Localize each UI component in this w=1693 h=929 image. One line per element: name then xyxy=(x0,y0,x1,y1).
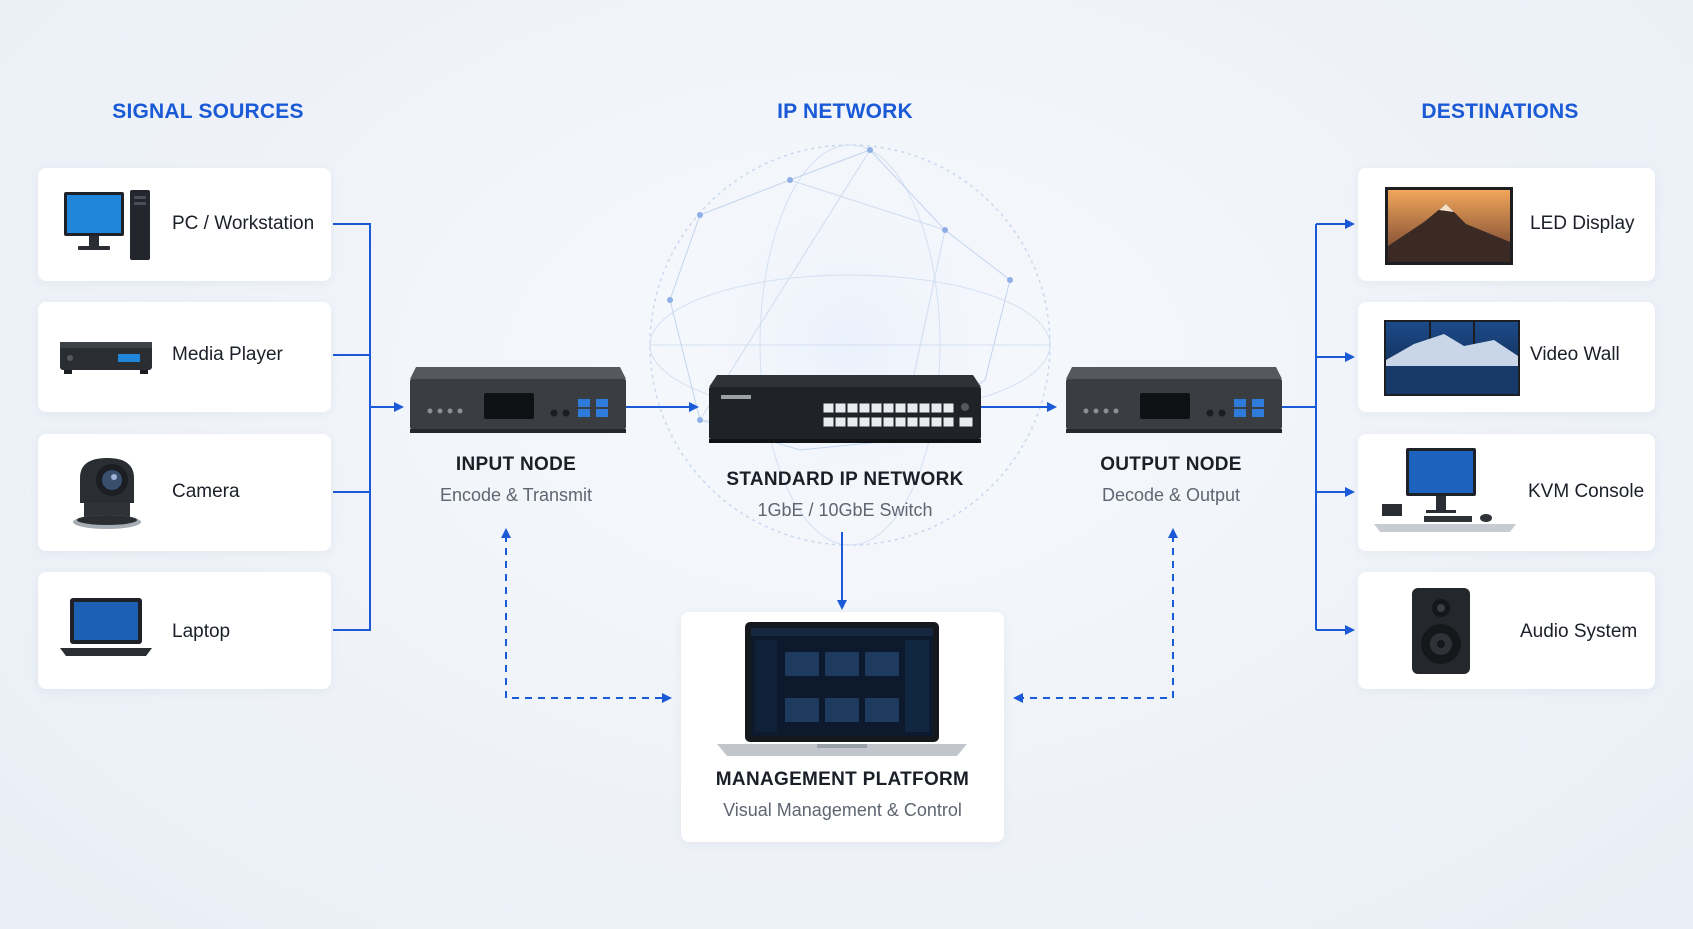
destination-label: LED Display xyxy=(1530,213,1635,234)
source-connectors xyxy=(333,223,404,631)
video-wall-icon xyxy=(1384,320,1520,396)
input-node-device-icon xyxy=(410,367,626,433)
network-switch-icon xyxy=(709,375,981,443)
destination-card-audio-system[interactable]: Audio System xyxy=(1358,572,1655,689)
source-card-pc[interactable]: PC / Workstation xyxy=(38,168,331,281)
source-card-camera[interactable]: Camera xyxy=(38,434,331,551)
output-node-title: OUTPUT NODE xyxy=(1100,454,1242,475)
source-card-laptop[interactable]: Laptop xyxy=(38,572,331,689)
destination-card-led-display[interactable]: LED Display xyxy=(1358,168,1655,281)
input-node-subtitle: Encode & Transmit xyxy=(439,485,593,505)
destination-label: Video Wall xyxy=(1530,344,1620,365)
destination-card-kvm-console[interactable]: KVM Console xyxy=(1358,434,1655,551)
heading-destinations: DESTINATIONS xyxy=(1421,100,1579,123)
input-node-title: INPUT NODE xyxy=(455,454,577,475)
management-laptop-icon xyxy=(717,622,967,756)
destination-label: Audio System xyxy=(1520,621,1638,642)
destination-connectors xyxy=(1282,219,1355,635)
destination-label: KVM Console xyxy=(1528,481,1645,502)
network-switch-title: STANDARD IP NETWORK xyxy=(726,469,964,490)
source-label: Laptop xyxy=(172,621,231,642)
network-switch-subtitle: 1GbE / 10GbE Switch xyxy=(757,500,933,520)
source-label: Camera xyxy=(172,481,240,502)
output-node-subtitle: Decode & Output xyxy=(1101,485,1241,505)
source-card-media-player[interactable]: Media Player xyxy=(38,302,331,412)
management-connectors xyxy=(501,528,1178,703)
destination-card-video-wall[interactable]: Video Wall xyxy=(1358,302,1655,412)
output-node-device-icon xyxy=(1066,367,1282,433)
kvm-console-icon xyxy=(1374,448,1516,532)
source-label: PC / Workstation xyxy=(172,213,315,234)
heading-signal-sources: SIGNAL SOURCES xyxy=(112,100,304,123)
network-connectors xyxy=(625,402,1057,610)
management-platform-card[interactable]: MANAGEMENT PLATFORM Visual Management & … xyxy=(681,612,1004,842)
management-subtitle: Visual Management & Control xyxy=(723,800,962,820)
heading-ip-network: IP NETWORK xyxy=(777,100,913,123)
led-display-icon xyxy=(1385,187,1513,265)
media-player-icon xyxy=(60,342,152,374)
source-label: Media Player xyxy=(172,344,283,365)
speaker-icon xyxy=(1412,588,1470,674)
camera-icon xyxy=(73,458,141,529)
pc-workstation-icon xyxy=(64,190,150,260)
laptop-icon xyxy=(60,598,152,656)
globe-icon xyxy=(649,144,1051,546)
management-title: MANAGEMENT PLATFORM xyxy=(715,769,970,790)
